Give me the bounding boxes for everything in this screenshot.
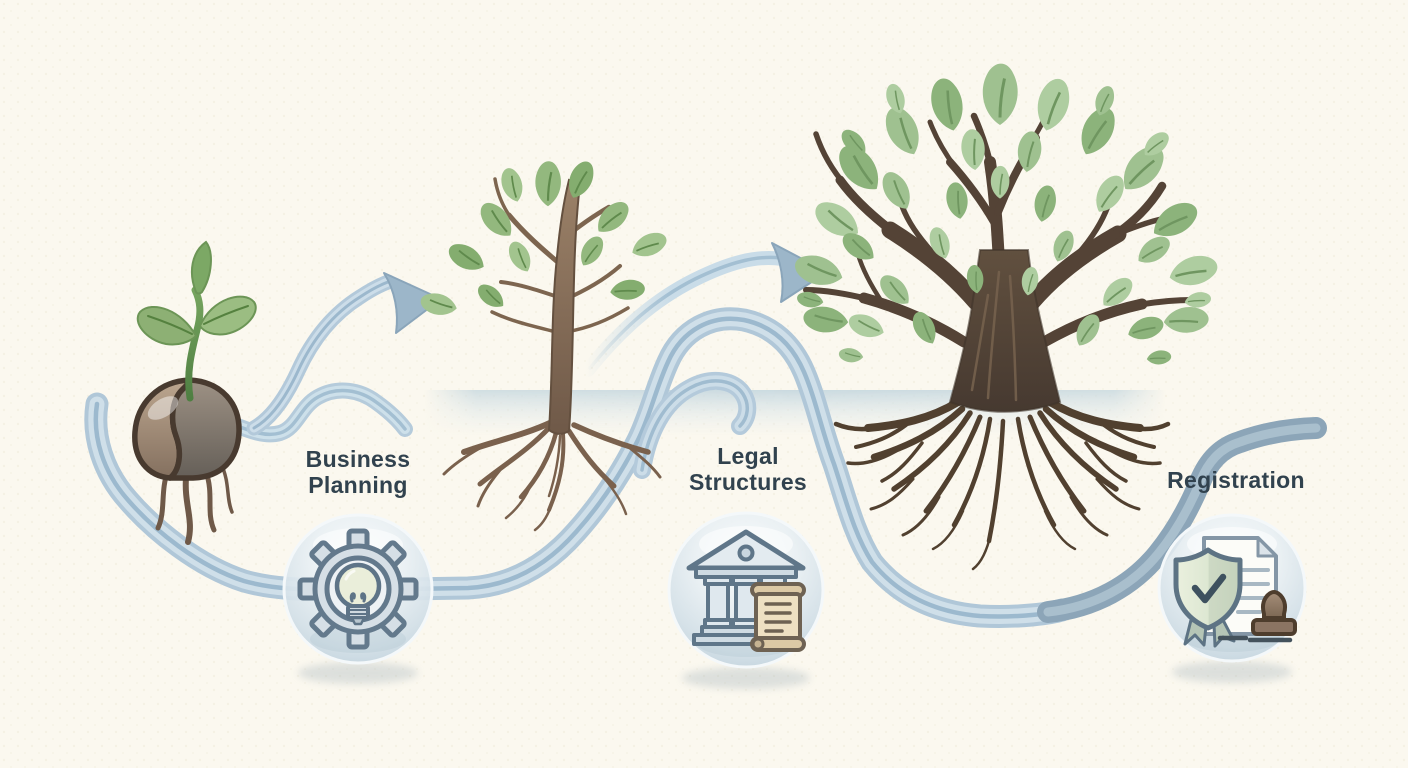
seed-body	[132, 377, 242, 481]
stage-label-business-planning-line1: Business	[306, 446, 411, 472]
path-wave	[222, 382, 413, 443]
badge-shadow	[1172, 661, 1292, 683]
shield-check-certificate-stamp-icon	[1173, 536, 1297, 648]
young-sapling-illustration	[417, 156, 672, 532]
flow-path	[84, 307, 1074, 628]
sprouting-seed-illustration	[132, 240, 257, 545]
stamp-icon	[1251, 590, 1297, 636]
bulb-tip	[350, 616, 366, 626]
stage-badge-legal-structures	[667, 511, 825, 689]
arrow-seed-to-sapling	[246, 272, 442, 436]
tree-roots	[833, 398, 1171, 571]
scroll-icon	[750, 582, 806, 652]
sapling-trunk	[547, 178, 582, 435]
gear-lightbulb-icon	[297, 528, 419, 650]
stage-label-business-planning-line2: Planning	[308, 472, 408, 498]
stage-label-registration: Registration	[1167, 467, 1305, 493]
trunk-streaks	[970, 270, 1018, 402]
path-curl	[633, 371, 757, 479]
seed-highlight	[147, 396, 179, 420]
bank-columns-scroll-icon	[686, 529, 806, 652]
stage-label-legal-structures-line1: Legal	[717, 443, 779, 469]
badge-shadow	[682, 667, 810, 689]
bulb-filament	[349, 592, 367, 603]
check-icon	[1191, 573, 1227, 604]
flow-path-end	[1037, 417, 1327, 623]
stage-label-legal-structures-line2: Structures	[689, 469, 807, 495]
stage-badge-business-planning	[282, 513, 434, 684]
sapling-roots	[442, 419, 662, 532]
seed-sprout	[136, 240, 257, 402]
bulb-base	[346, 604, 370, 620]
bulb-shine	[344, 569, 356, 581]
baseline-marks	[1217, 635, 1293, 643]
stage-badge-registration	[1157, 513, 1307, 683]
arrowhead-icon	[383, 272, 442, 334]
bulb-glass	[334, 562, 382, 610]
mature-tree-illustration	[790, 62, 1222, 571]
badge-shadow	[298, 662, 418, 684]
